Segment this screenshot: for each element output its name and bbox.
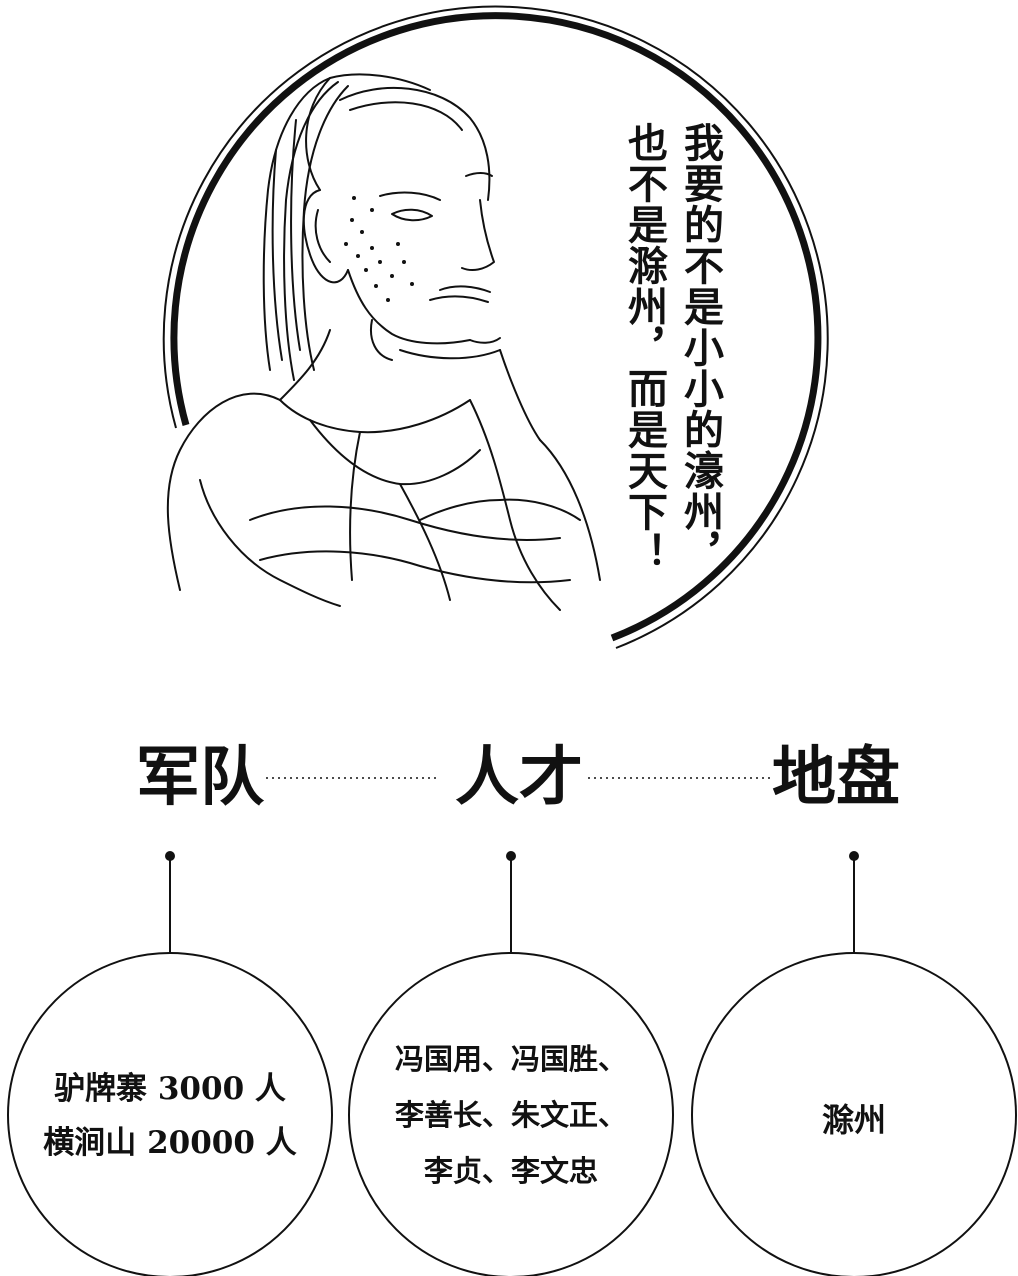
portrait-illustration <box>166 73 601 611</box>
territory-details: 滁州 <box>714 1090 994 1150</box>
pin-dots <box>165 851 859 861</box>
talent-details: 冯国用、冯国胜、 李善长、朱文正、 李贞、李文忠 <box>371 1030 651 1200</box>
quote-line-1: 我要的不是小小的濠州， <box>677 122 724 573</box>
circle-army <box>7 952 333 1276</box>
quote-line-2: 也不是滁州，而是天下！ <box>621 122 668 573</box>
pin-dot <box>165 851 175 861</box>
portrait-frame <box>162 5 829 649</box>
heading-territory: 地盘 <box>772 740 900 815</box>
pin-dot <box>849 851 859 861</box>
territory-line: 滁州 <box>821 1101 886 1139</box>
circle-territory <box>691 952 1017 1276</box>
info-circles <box>7 952 1017 1276</box>
talent-line: 冯国用、冯国胜、 <box>394 1042 627 1076</box>
army-line: 驴牌寨 3000 人 <box>54 1071 286 1107</box>
talent-line: 李善长、朱文正、 <box>394 1098 627 1132</box>
talent-line: 李贞、李文忠 <box>423 1154 598 1188</box>
heading-talent: 人才 <box>455 740 583 815</box>
heading-army: 军队 <box>136 740 264 815</box>
pin-dot <box>506 851 516 861</box>
army-details: 驴牌寨 3000 人 横涧山 20000 人 <box>30 1050 310 1182</box>
circle-talent <box>348 952 674 1276</box>
army-line: 横涧山 20000 人 <box>43 1125 297 1161</box>
pin-stems <box>169 856 855 954</box>
